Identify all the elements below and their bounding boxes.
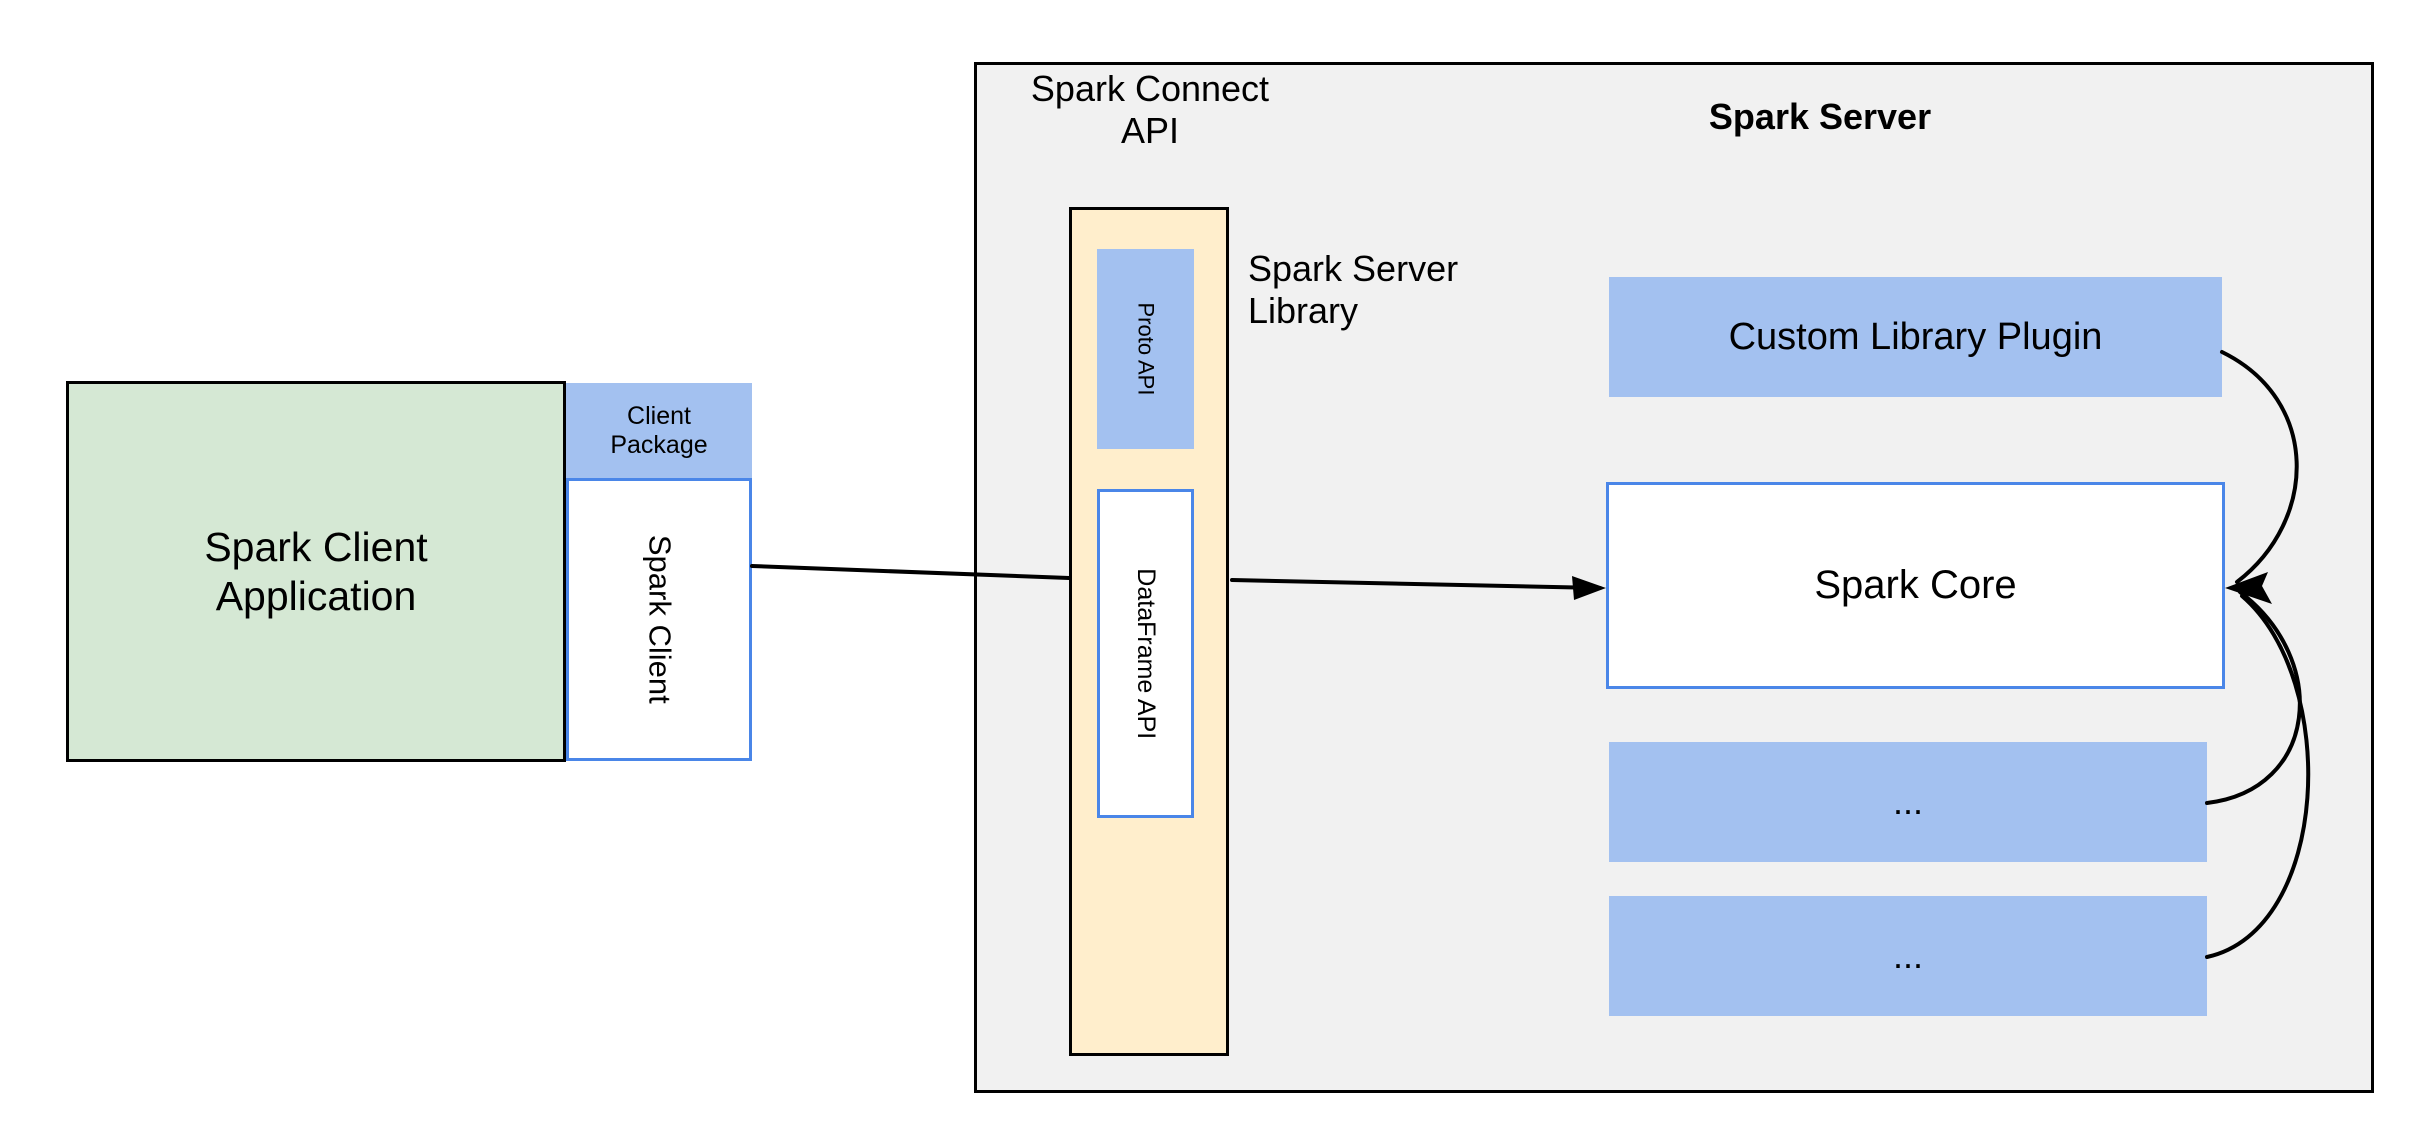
spark-core-label: Spark Core [1814, 562, 2017, 607]
spark-connect-api-label-line1: Spark Connect [1030, 68, 1270, 109]
client-package-label-line1: Client [627, 401, 691, 430]
spark-client-label: Spark Client [642, 535, 678, 704]
proto-api-label: Proto API [1133, 302, 1159, 396]
client-package-label: Client Package [610, 402, 707, 461]
dataframe-api-label: DataFrame API [1132, 568, 1161, 739]
spark-client-application-box[interactable]: Spark Client Application [66, 381, 566, 762]
custom-library-plugin-label: Custom Library Plugin [1728, 315, 2103, 358]
ellipsis-box-1[interactable]: ... [1609, 742, 2207, 862]
spark-server-title: Spark Server [1708, 95, 1932, 137]
spark-client-application-label-line2: Application [215, 572, 417, 619]
ellipsis-box-2-label: ... [1892, 934, 1923, 976]
client-package-box[interactable]: Client Package [566, 383, 752, 479]
client-package-label-line2: Package [610, 431, 708, 459]
spark-client-box[interactable]: Spark Client [566, 478, 752, 761]
spark-server-library-label-lines: Spark Server Library [1248, 248, 1458, 333]
spark-server-library-label-line2: Library [1248, 290, 1359, 332]
spark-server-library-label-line1: Spark Server [1248, 248, 1459, 289]
spark-connect-api-label-line2: API [1120, 110, 1179, 152]
spark-client-application-label: Spark Client Application [204, 523, 427, 620]
spark-connect-api-label-lines: Spark Connect API [1031, 68, 1269, 153]
ellipsis-box-2[interactable]: ... [1609, 896, 2207, 1016]
spark-connect-api-label: Spark Connect API [1000, 68, 1300, 160]
spark-core-box[interactable]: Spark Core [1606, 482, 2225, 689]
custom-library-plugin-box[interactable]: Custom Library Plugin [1609, 277, 2222, 397]
ellipsis-box-1-label: ... [1892, 780, 1923, 822]
spark-client-application-label-line1: Spark Client [204, 524, 428, 571]
proto-api-box[interactable]: Proto API [1097, 249, 1194, 449]
dataframe-api-box[interactable]: DataFrame API [1097, 489, 1194, 818]
spark-server-library-label: Spark Server Library [1248, 248, 1538, 340]
